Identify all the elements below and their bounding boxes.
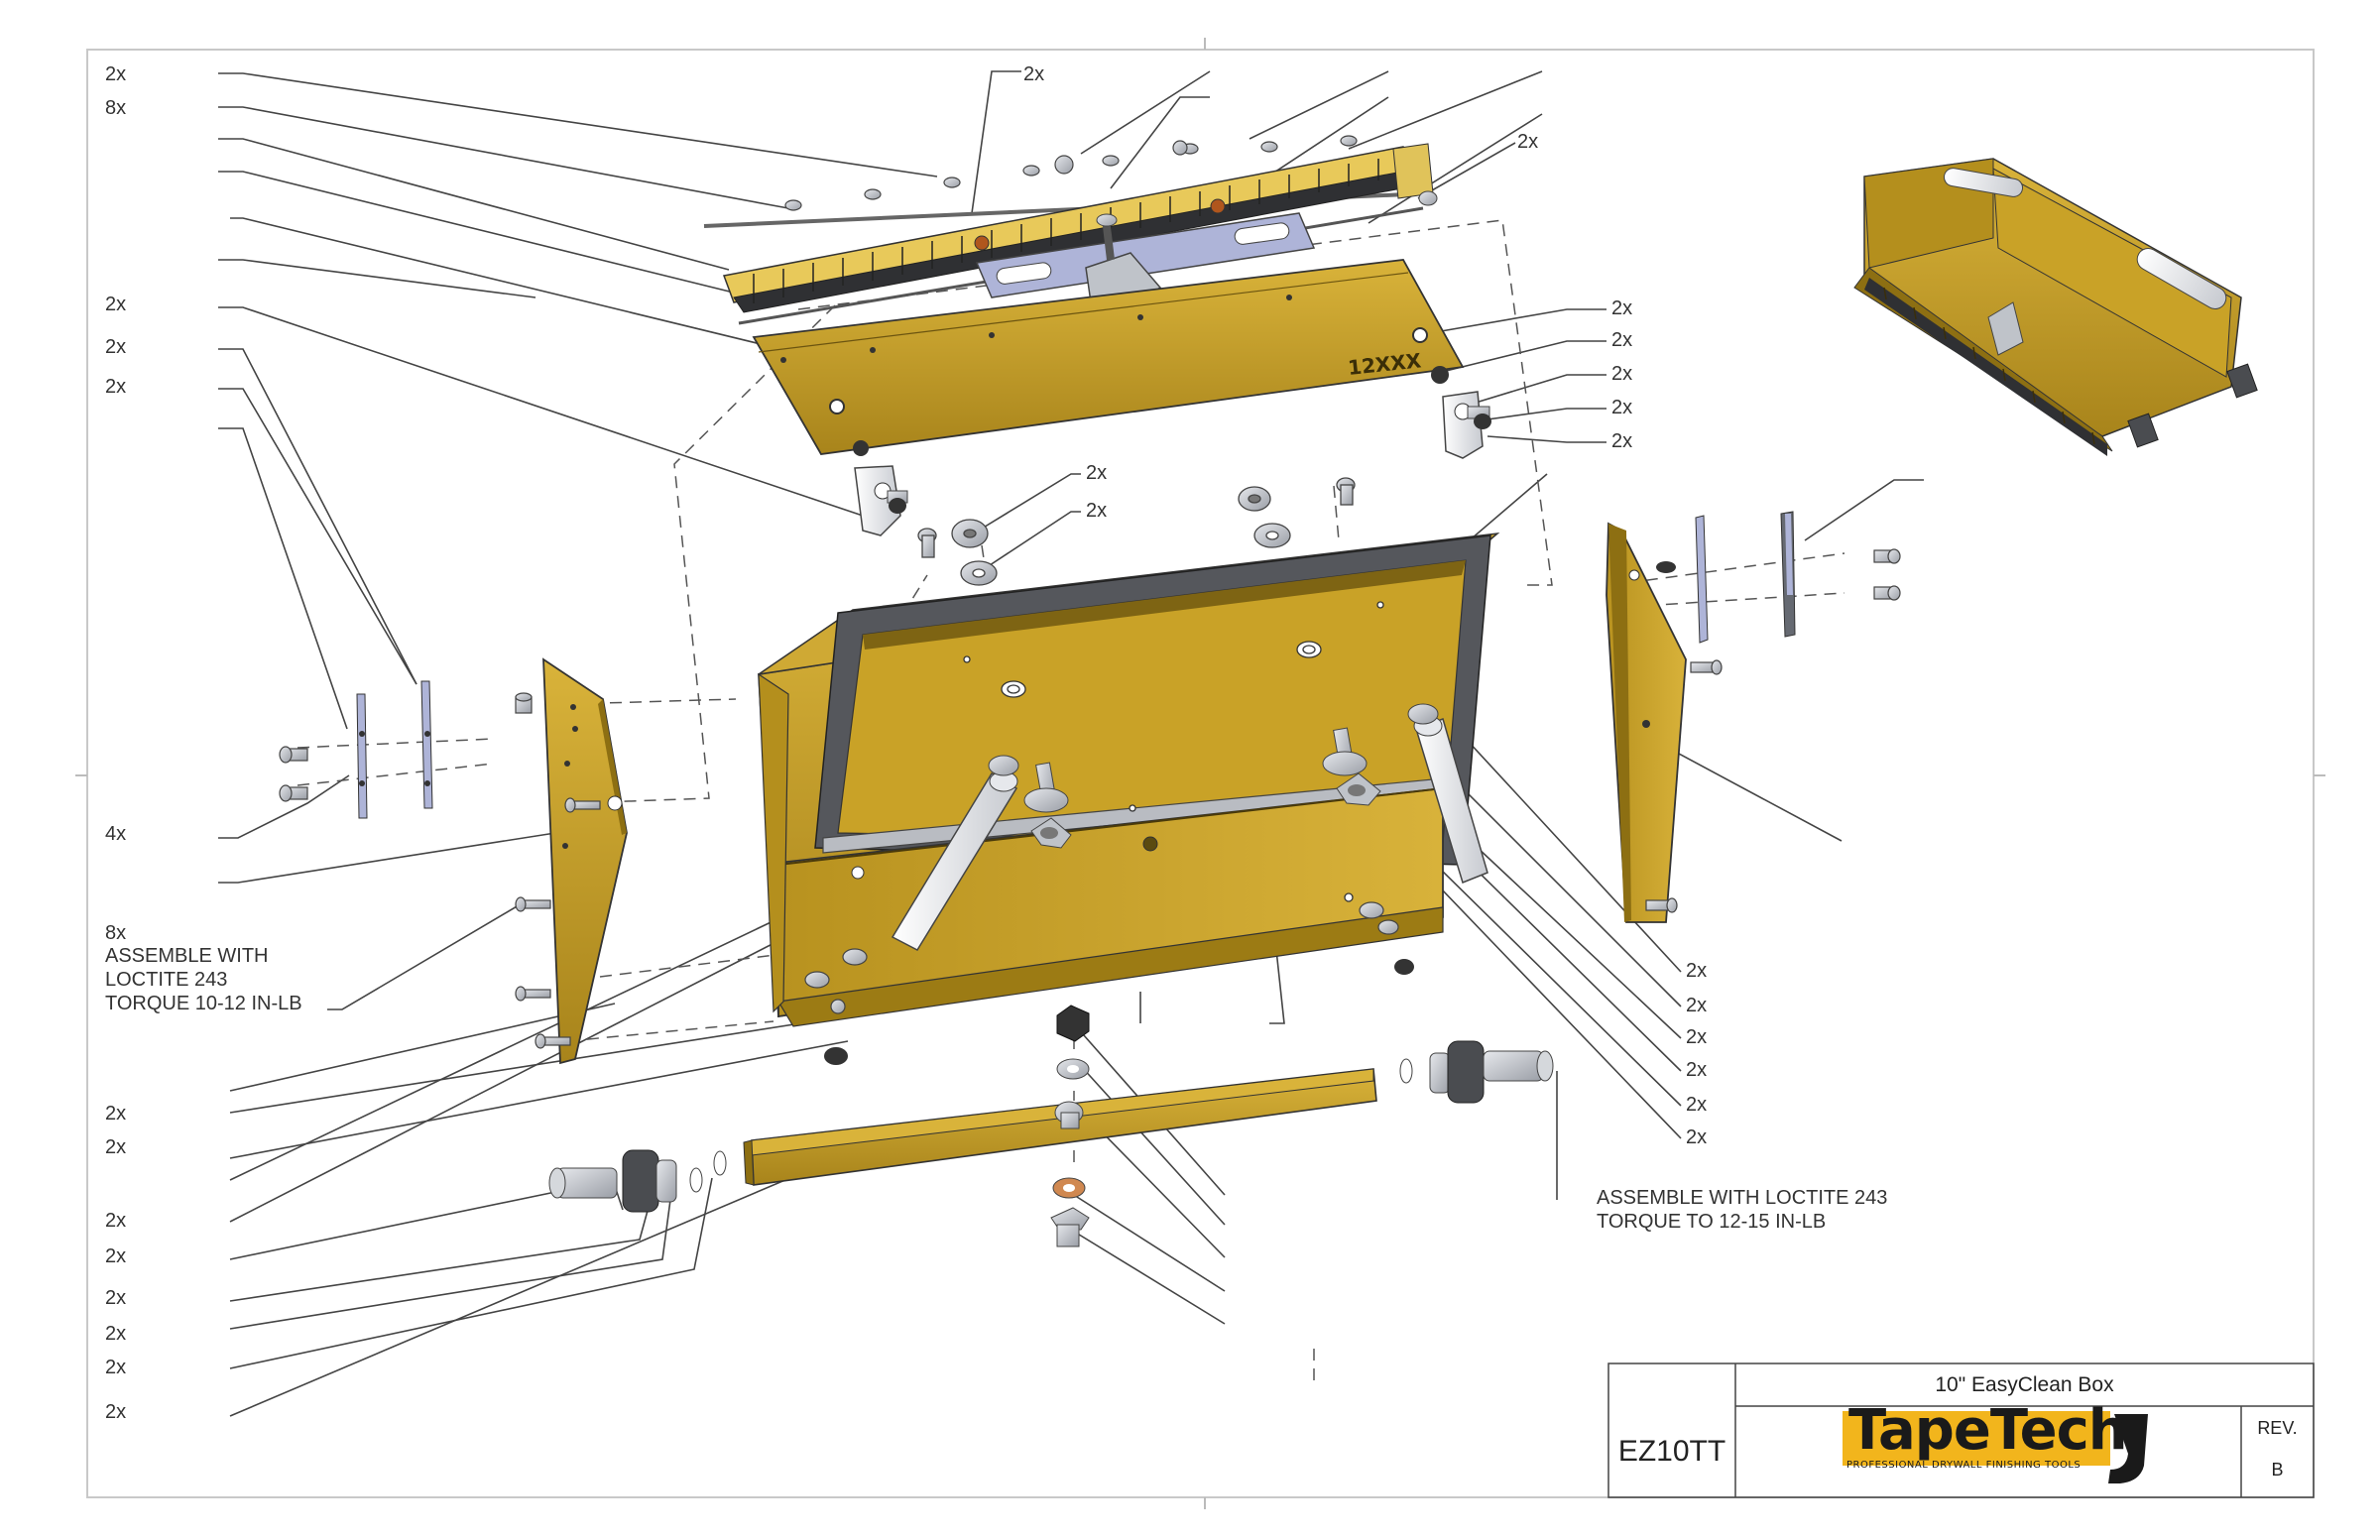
callout-label: 2x xyxy=(1686,960,1708,982)
callout-label: 2x xyxy=(1611,363,1633,385)
handle-bar xyxy=(743,1068,1377,1186)
callout-label: 2x xyxy=(105,1245,127,1267)
callout-label: 2x xyxy=(1611,329,1633,351)
callout-label: 2x xyxy=(105,376,127,398)
callout-label: 2x xyxy=(1686,995,1708,1016)
callout-label: 2x xyxy=(105,1103,127,1125)
note-line: ASSEMBLE WITH LOCTITE 243 xyxy=(1597,1187,1888,1209)
callout-label: 2x xyxy=(1686,1126,1708,1148)
callout-label: 2x xyxy=(1086,500,1108,522)
end-cap-left xyxy=(548,1149,727,1213)
assembly-note-right: ASSEMBLE WITH LOCTITE 243 TORQUE TO 12-1… xyxy=(1597,1186,1887,1234)
note-line: TORQUE 10-12 IN-LB xyxy=(105,993,302,1014)
callout-label: 2x xyxy=(1611,397,1633,418)
leader-lines xyxy=(218,70,1924,1417)
end-cap-right xyxy=(1399,1040,1554,1104)
callout-label: 2x xyxy=(105,1323,127,1345)
drawing-title: 10" EasyClean Box xyxy=(1935,1372,2114,1396)
assembled-view xyxy=(1853,158,2258,456)
hinge-brackets xyxy=(854,391,1491,536)
rev-value: B xyxy=(2271,1459,2284,1480)
callout-label: 2x xyxy=(1611,297,1633,319)
callout-label: 4x xyxy=(105,823,127,845)
callout-label: 2x xyxy=(1517,131,1539,153)
callout-label: 8x xyxy=(105,922,127,944)
callout-label: 2x xyxy=(105,63,127,85)
note-line: LOCTITE 243 xyxy=(105,969,228,991)
note-line: TORQUE TO 12-15 IN-LB xyxy=(1597,1211,1827,1233)
brand-plate xyxy=(1843,1411,2110,1466)
center-pivot-stack xyxy=(1050,1005,1090,1247)
callout-label: 2x xyxy=(1686,1094,1708,1116)
body-fasteners xyxy=(917,477,1356,586)
callout-label: 2x xyxy=(105,336,127,358)
assembly-note-left: ASSEMBLE WITH LOCTITE 243 TORQUE 10-12 I… xyxy=(105,944,302,1015)
title-block-frame xyxy=(1607,1362,2315,1498)
callout-label: 2x xyxy=(105,1287,127,1309)
callout-label: 2x xyxy=(1686,1059,1708,1081)
brand-tagline: PROFESSIONAL DRYWALL FINISHING TOOLS xyxy=(1846,1460,2082,1471)
callout-label: 8x xyxy=(105,97,127,119)
callout-label: 2x xyxy=(105,1401,127,1423)
brand-name: TapeTech xyxy=(1848,1398,2128,1463)
callout-label: 2x xyxy=(1023,63,1045,85)
note-line: ASSEMBLE WITH xyxy=(105,945,269,967)
callout-label: 2x xyxy=(1686,1026,1708,1048)
callout-label: 2x xyxy=(105,1136,127,1158)
roller-left xyxy=(891,755,1072,951)
brand-swoosh xyxy=(2108,1414,2148,1483)
callout-label: 2x xyxy=(105,1210,127,1232)
right-end-plate xyxy=(1606,511,1901,923)
left-end-plate xyxy=(279,657,628,1065)
rev-label: REV. xyxy=(2257,1417,2298,1438)
part-number: EZ10TT xyxy=(1617,1435,1726,1468)
blade-holder-assembly xyxy=(703,135,1438,325)
drawing-border xyxy=(86,49,2315,1498)
callout-label: 2x xyxy=(105,294,127,315)
callout-label: 2x xyxy=(1611,430,1633,452)
tapetech-logo: TapeTech PROFESSIONAL DRYWALL FINISHING … xyxy=(1843,1398,2144,1474)
callout-label: 2x xyxy=(105,1357,127,1378)
top-cover-plate: 12XXX xyxy=(752,259,1465,456)
roller-right xyxy=(1322,703,1488,884)
box-body xyxy=(758,532,1500,1065)
callout-label: 2x xyxy=(1086,462,1108,484)
